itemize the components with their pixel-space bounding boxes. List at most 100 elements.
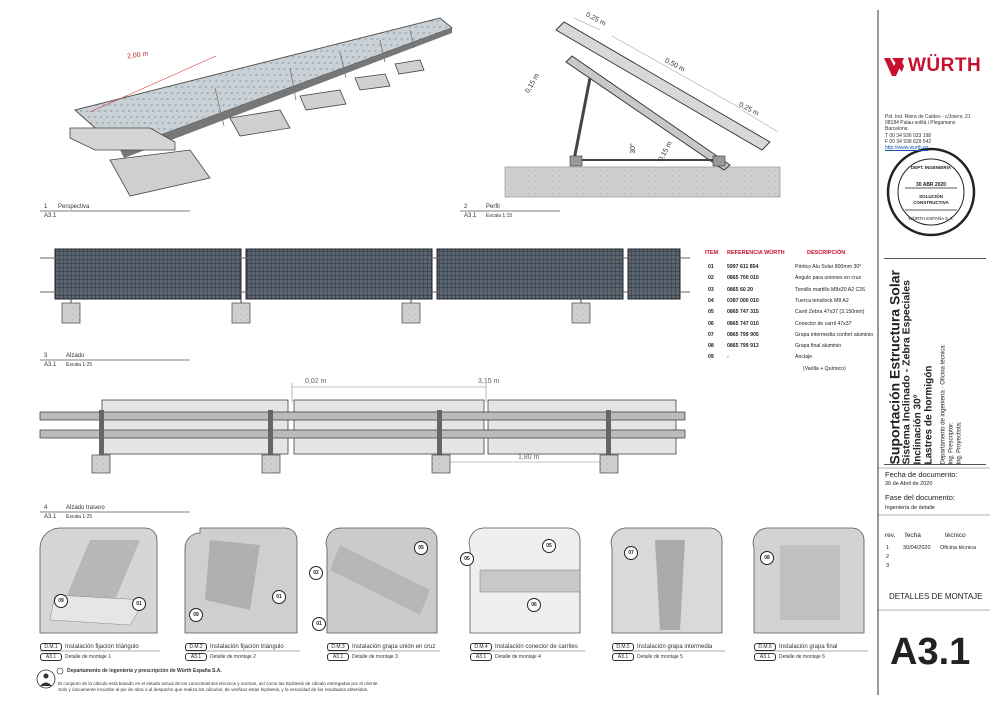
rev-2-number: 2 (886, 554, 890, 560)
items-row-desc: Anclaje (795, 354, 813, 361)
title-block-frame (877, 10, 990, 695)
detail-callout: 05 (460, 552, 474, 566)
detail-title: Instalación conector de carriles (495, 644, 578, 650)
view4-scale: Escala 1:25 (66, 514, 93, 520)
rev-header-date: fecha (905, 532, 921, 539)
footer-note-1: El conjunto de la cálculo está basado en… (58, 681, 379, 686)
detail-code: D.M.4 (470, 643, 492, 651)
detail-sheet: A3.1 (754, 653, 776, 661)
view2-number: 2 (464, 204, 468, 210)
detail-sheet: A3.1 (40, 653, 62, 661)
detail-title: Instalación grapa final (779, 644, 838, 650)
view4-title: Alzado trasero (66, 505, 105, 511)
detail-code: D.M.2 (185, 643, 207, 651)
view3-scale: Escala 1:25 (66, 362, 93, 368)
detail-subtitle: Detalle de montaje 2 (210, 654, 256, 660)
view1-number: 1 (44, 204, 48, 210)
items-row-ref: 5997 611 854 (727, 264, 759, 270)
items-row-item: 06 (708, 320, 714, 327)
items-row-desc: Conector de carril 47x37 (795, 320, 852, 327)
items-row-item: 04 (708, 297, 714, 304)
detail-callout: 08 (760, 551, 774, 565)
items-row-ref: 0387 000 010 (727, 297, 759, 304)
items-row-ref: 0865 60 20 (727, 286, 753, 293)
view1-sheet: A3.1 (44, 213, 57, 219)
detail-callout: 01 (272, 590, 286, 604)
items-header-ref: REFERENCIA WÜRTH (727, 250, 785, 256)
items-row-item: 01 (708, 264, 714, 270)
footer-dept: Departamento de ingeniería y prescripció… (67, 668, 222, 674)
footer-note-2: Solo y únicamente incumbe al pie de obra… (58, 687, 369, 692)
detail-subtitle: Detalle de montaje 3 (352, 654, 398, 660)
view3-title: Alzado (66, 353, 85, 359)
rev-3-number: 3 (886, 563, 890, 569)
items-row-ref: 0865 700 010 (727, 275, 759, 282)
detail-code: D.M.3 (327, 643, 349, 651)
detail-callout: 09 (189, 608, 203, 622)
items-extra-note: (Varilla + Químico) (803, 365, 846, 372)
rear-dim-gap: 0,02 m (305, 378, 327, 385)
detail-callout: 06 (527, 598, 541, 612)
detail-callout: 01 (132, 597, 146, 611)
rev-header-tech: técnico (945, 532, 966, 539)
stamp-top: DEPT. INGENIERÍA (910, 165, 952, 170)
rev-1-date: 30/04/2020 (903, 545, 931, 551)
address-line-2: 08184 Palau-solità i Plegamans (885, 120, 956, 127)
detail-sheet: A3.1 (470, 653, 492, 661)
items-row-ref: - (727, 354, 729, 361)
items-row-ref: 0865 747 315 (727, 309, 759, 316)
company-web-link[interactable]: http://www.wurth.es (885, 145, 929, 152)
doc-date-label: Fecha de documento: (885, 470, 958, 479)
rear-elevation-view (39, 383, 686, 474)
detail-title: Instalación grapa unión en cruz (352, 644, 436, 650)
info-icon (56, 667, 64, 675)
doc-phase-value: Ingeniería de detalle (885, 505, 935, 511)
address-phone: T 00 34 936 033 198 (885, 132, 932, 139)
profile-view (504, 17, 781, 198)
project-title: Suportación Estructura Solar (886, 270, 903, 465)
engineer-icon (36, 669, 56, 689)
project-meta-2: Ing. Prescriptor: (948, 422, 955, 465)
items-header-item: ITEM (705, 250, 719, 256)
items-row-desc: Tornillo martillo M8x20 A2 C26 (795, 286, 866, 293)
detail-callout: 05 (542, 539, 556, 553)
project-meta-3: Ing. Proyectista: (956, 421, 963, 465)
wurth-logo-icon (884, 58, 904, 76)
detail-code: D.M.6 (754, 643, 776, 651)
items-row-desc: Ángulo para uniones en cruz (795, 275, 862, 282)
items-row-ref: 0865 799 913 (727, 343, 759, 350)
items-row-desc: Carril Zebra 47x37 (3.150mm) (795, 309, 865, 316)
view2-sheet: A3.1 (464, 213, 477, 219)
items-row-item: 09 (708, 354, 714, 361)
address-line-1: Pol. Ind. Riera de Caldes - c/Joiers, 21 (885, 114, 971, 120)
detail-title: Instalación fijación triángulo (210, 644, 284, 650)
detail-sheet: A3.1 (185, 653, 207, 661)
items-row-item: 07 (708, 331, 714, 338)
items-row-desc: Pórtico Alu Solar 800mm 30° (795, 264, 862, 270)
front-elevation-view (40, 248, 690, 324)
project-ballast: Lastres de hormigón (923, 365, 935, 465)
doc-date-value: 30 de Abril de 2020 (885, 481, 933, 487)
items-row-ref: 0865 799 905 (727, 331, 759, 338)
detail-sheet: A3.1 (612, 653, 634, 661)
company-logo-text: WÜRTH (908, 55, 982, 76)
perspective-view (69, 17, 453, 197)
view4-sheet: A3.1 (44, 514, 57, 520)
company-address: Pol. Ind. Riera de Caldes - c/Joiers, 21… (885, 114, 971, 151)
project-meta-1: Departamento de ingeniería · Oficina téc… (940, 345, 947, 465)
rev-1-tech: Oficina técnica (940, 545, 977, 551)
project-title-block: Suportación Estructura Solar Sistema Inc… (884, 258, 986, 465)
address-line-3: Barcelona (885, 126, 908, 133)
items-row-item: 05 (708, 309, 714, 316)
rear-dim-span: 1,80 m (518, 454, 540, 461)
items-row-ref: 0865 747 010 (727, 320, 759, 327)
detail-subtitle: Detalle de montaje 5 (637, 654, 683, 660)
profile-dim-angle: 30° (629, 143, 637, 154)
items-row-desc: Grapa final aluminio (795, 343, 842, 350)
items-row-item: 03 (708, 286, 714, 293)
view3-number: 3 (44, 353, 48, 359)
view2-scale: Escala 1:15 (486, 213, 513, 219)
detail-callout: 02 (309, 566, 323, 580)
items-header-desc: DESCRIPCIÓN (807, 250, 846, 256)
